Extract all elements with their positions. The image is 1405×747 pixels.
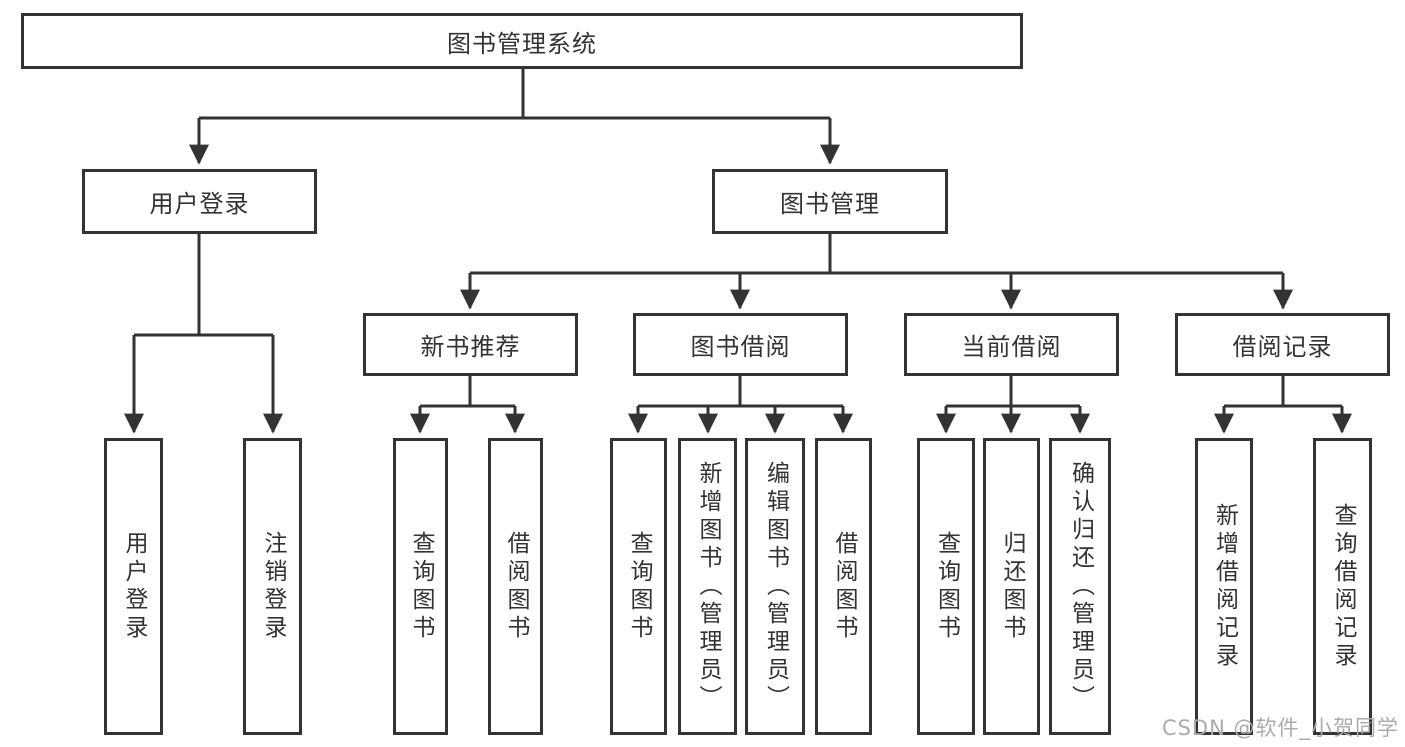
- csdn-watermark: CSDN @软件_小贺同学: [1161, 716, 1399, 740]
- leaf-query-books-recommend: 查询图书: [393, 438, 448, 735]
- node-borrow-records: 借阅记录: [1175, 313, 1390, 376]
- leaf-edit-books-admin: 编辑图书（管理员）: [745, 438, 805, 735]
- leaf-borrow-books: 借阅图书: [815, 438, 872, 735]
- leaf-query-books-current: 查询图书: [917, 438, 975, 735]
- node-user-login: 用户登录: [82, 169, 317, 234]
- node-book-borrow: 图书借阅: [633, 313, 848, 376]
- leaf-return-books: 归还图书: [983, 438, 1040, 735]
- leaf-add-borrow-record: 新增借阅记录: [1195, 438, 1253, 735]
- leaf-borrow-books-recommend: 借阅图书: [488, 438, 543, 735]
- node-book-management: 图书管理: [712, 169, 948, 234]
- leaf-confirm-return-admin: 确认归还（管理员）: [1049, 438, 1111, 735]
- leaf-logout: 注销登录: [243, 438, 302, 735]
- leaf-user-login: 用户登录: [104, 438, 163, 735]
- leaf-add-books-admin: 新增图书（管理员）: [678, 438, 737, 735]
- node-library-management-system: 图书管理系统: [21, 13, 1023, 69]
- node-current-borrow: 当前借阅: [904, 313, 1119, 376]
- leaf-query-borrow-record: 查询借阅记录: [1313, 438, 1372, 735]
- leaf-query-books-borrow: 查询图书: [610, 438, 667, 735]
- node-new-book-recommend: 新书推荐: [363, 313, 578, 376]
